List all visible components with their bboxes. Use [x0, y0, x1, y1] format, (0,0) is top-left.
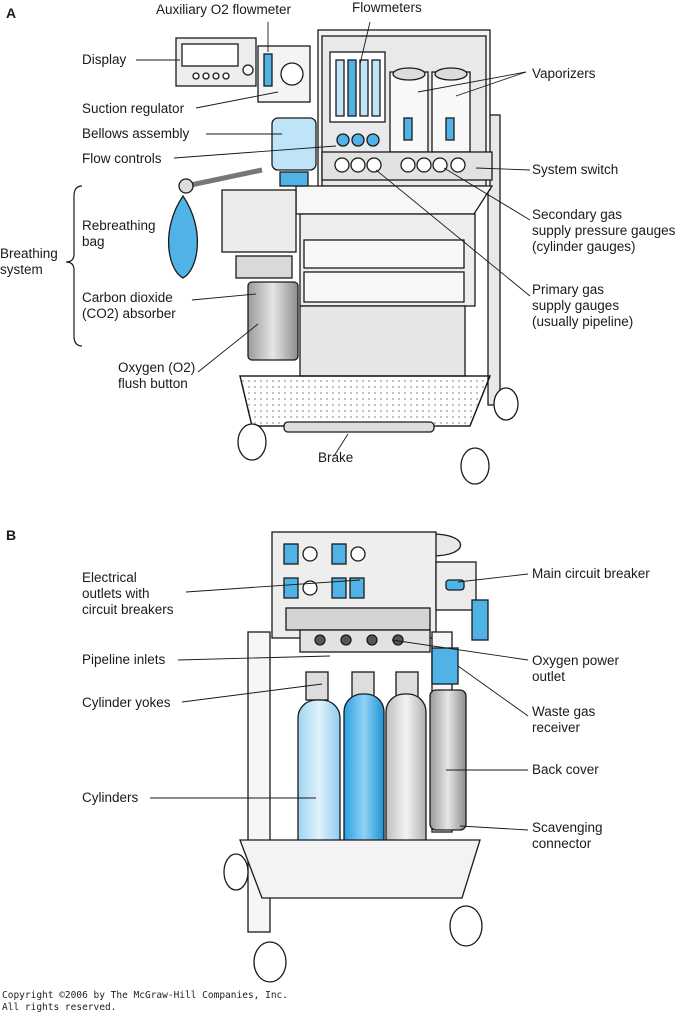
label-breathing-system: Breathing system [0, 246, 58, 277]
label-brake: Brake [318, 450, 354, 465]
label-flowmeters: Flowmeters [352, 0, 422, 15]
label-o2-flush-button: Oxygen (O2) flush button [118, 360, 196, 391]
label-main-circuit-breaker: Main circuit breaker [532, 566, 650, 581]
vaporizers-drawing [389, 67, 471, 153]
label-pipeline-inlets: Pipeline inlets [82, 652, 166, 667]
label-waste-gas-receiver: Waste gas receiver [532, 704, 596, 735]
label-flow-controls: Flow controls [82, 151, 162, 166]
panel-a-letter: A [6, 5, 17, 21]
machine-front-drawing [168, 29, 519, 485]
panel-b-letter: B [6, 527, 17, 543]
label-auxiliary-o2-flowmeter: Auxiliary O2 flowmeter [156, 2, 292, 17]
label-cylinder-yokes: Cylinder yokes [82, 695, 171, 710]
panel-a-leader-lines [136, 21, 531, 457]
panel-b-leader-lines [150, 573, 529, 831]
label-electrical-outlets: Electrical outlets with circuit breakers [82, 570, 174, 617]
label-scavenging-connector: Scavenging connector [532, 820, 603, 851]
label-display: Display [82, 52, 127, 67]
label-vaporizers: Vaporizers [532, 66, 596, 81]
flowmeter-block [329, 51, 386, 123]
label-back-cover: Back cover [532, 762, 599, 777]
label-primary-gas-gauges: Primary gas supply gauges (usually pipel… [532, 282, 634, 329]
label-system-switch: System switch [532, 162, 619, 177]
breathing-system-brace [65, 185, 83, 347]
label-rebreathing-bag: Rebreathing bag [82, 218, 156, 249]
label-cylinders: Cylinders [82, 790, 139, 805]
label-secondary-gas-gauges: Secondary gas supply pressure gauges (cy… [532, 207, 676, 254]
machine-rear-drawing [223, 531, 489, 983]
copyright-notice: Copyright ©2006 by The McGraw-Hill Compa… [2, 990, 288, 1013]
label-oxygen-power-outlet: Oxygen power outlet [532, 653, 620, 684]
bellows-assembly-drawing [271, 117, 317, 187]
label-co2-absorber: Carbon dioxide (CO2) absorber [82, 290, 176, 321]
label-suction-regulator: Suction regulator [82, 101, 185, 116]
label-bellows-assembly: Bellows assembly [82, 126, 190, 141]
electrical-outlets-drawing [283, 543, 366, 599]
